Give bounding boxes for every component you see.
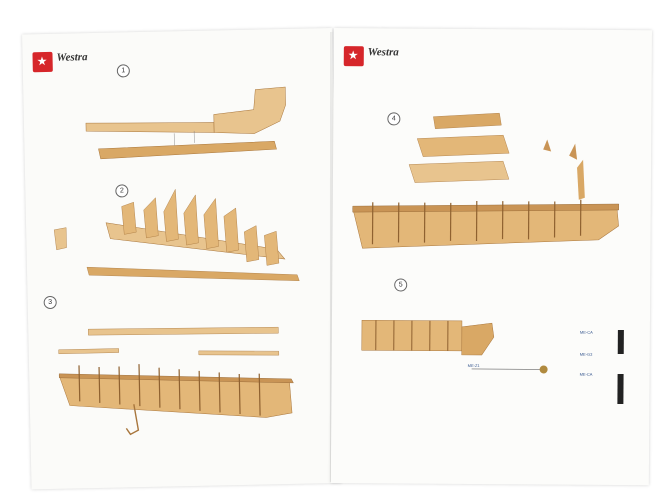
brand-title: Westra [56, 51, 88, 64]
step-number: 5 [394, 278, 408, 292]
brand-title: Westra [367, 46, 399, 59]
brand-logo-icon [32, 51, 53, 73]
step5-stern-illustration [361, 319, 624, 405]
part-label: ME-G3 [579, 351, 593, 357]
right-page: Westra 4 5 [330, 28, 652, 486]
part-label: ME-CA [579, 329, 593, 335]
brand-logo-icon [343, 46, 364, 67]
step1-keel-illustration [85, 86, 286, 160]
step4-deck-illustration [352, 112, 619, 249]
part-label: ME-CA [579, 371, 593, 377]
step3-hull-illustration [58, 326, 294, 436]
part-label: ME-Z1 [467, 362, 480, 369]
step2-frames-illustration [53, 188, 300, 281]
instruction-booklet: Westra 1 2 3 [4, 14, 660, 490]
left-page: Westra 1 2 3 [22, 28, 342, 490]
